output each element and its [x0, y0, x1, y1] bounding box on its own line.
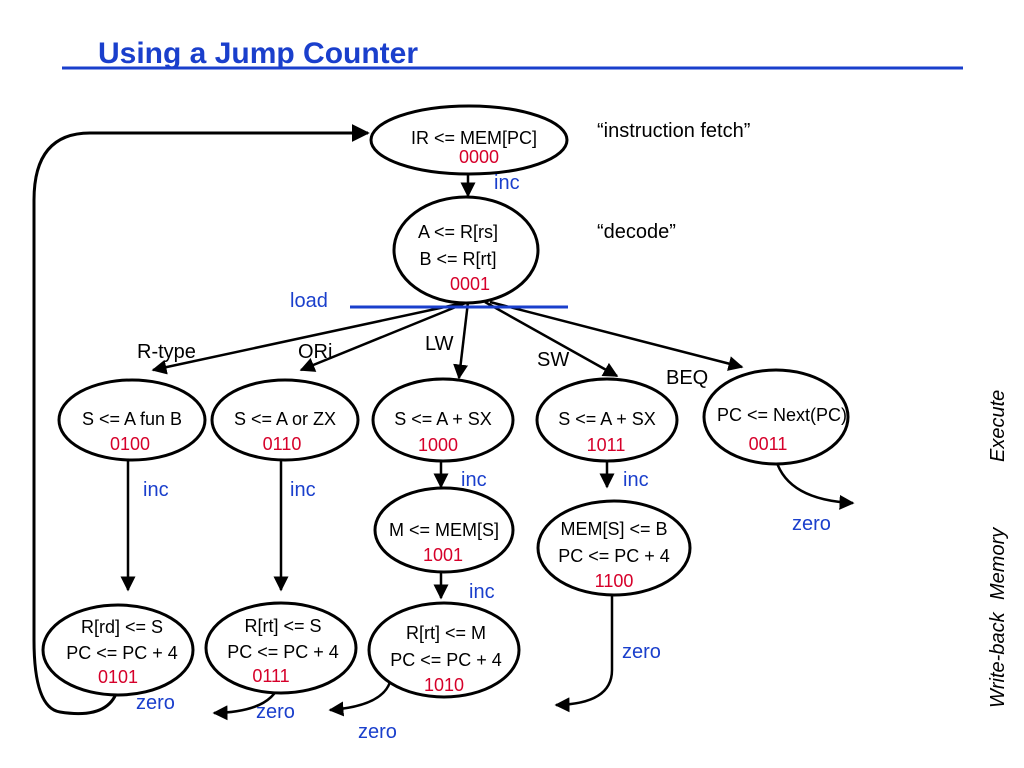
node-lw-mem-code: 1001 [423, 545, 463, 565]
node-ori-wb-line-1: R[rt] <= S [244, 616, 321, 636]
label-inc-lw-mem: inc [469, 581, 495, 603]
node-ori-wb-code: 0111 [252, 666, 289, 686]
node-rtype-wb-code: 0101 [98, 667, 138, 687]
node-decode-code: 0001 [450, 274, 490, 294]
label-branch-sw: SW [537, 349, 569, 371]
stage-label-memory: Memory [987, 527, 1009, 600]
node-lw-wb-line-1: R[rt] <= M [406, 623, 486, 643]
label-zero-sw: zero [622, 641, 661, 663]
node-lw-mem: M <= MEM[S] 1001 [373, 486, 515, 574]
node-ori-ex: S <= A or ZX 0110 [210, 378, 360, 462]
label-branch-rtype: R-type [137, 341, 196, 363]
node-ori-wb-line-2: PC <= PC + 4 [227, 642, 339, 662]
node-ori-ex-code: 0110 [263, 434, 302, 454]
edge-decode-beq [489, 300, 744, 371]
node-lw-ex-code: 1000 [418, 435, 458, 455]
annotation-instruction-fetch: “instruction fetch” [597, 120, 750, 142]
node-rtype-ex-code: 0100 [110, 434, 150, 454]
stage-label-execute: Execute [987, 390, 1009, 462]
edges [32, 124, 855, 721]
node-sw-ex-line-1: S <= A + SX [558, 409, 656, 429]
node-sw-mem-line-2: PC <= PC + 4 [558, 546, 670, 566]
node-rtype-ex: S <= A fun B 0100 [57, 378, 207, 462]
node-decode-line-1: A <= R[rs] [418, 222, 498, 242]
node-rtype-ex-line-1: S <= A fun B [82, 409, 182, 429]
node-rtype-wb-line-1: R[rd] <= S [81, 617, 163, 637]
node-ori-wb: R[rt] <= S PC <= PC + 4 0111 [204, 601, 358, 695]
node-beq-ex: PC <= Next(PC) 0011 [702, 368, 850, 466]
node-lw-wb-code: 1010 [424, 675, 464, 695]
edge-decode-ori [299, 300, 469, 372]
node-beq-ex-code: 0011 [749, 434, 788, 454]
edge-decode-sw [484, 300, 619, 378]
edge-decode-rtype [151, 300, 469, 375]
label-branch-beq: BEQ [666, 367, 708, 389]
label-inc-fetch: inc [494, 172, 520, 194]
label-branch-ori: ORi [298, 341, 332, 363]
node-fetch: IR <= MEM[PC] 0000 [369, 104, 569, 176]
node-decode-line-2: B <= R[rt] [419, 249, 496, 269]
label-branch-lw: LW [425, 333, 454, 355]
node-sw-ex: S <= A + SX 1011 [535, 377, 679, 463]
node-fetch-line-1: IR <= MEM[PC] [411, 128, 537, 148]
node-lw-wb: R[rt] <= M PC <= PC + 4 1010 [367, 601, 521, 699]
edge-zero-beq [774, 459, 855, 510]
node-sw-mem-line-1: MEM[S] <= B [560, 519, 667, 539]
node-rtype-wb-line-2: PC <= PC + 4 [66, 643, 178, 663]
label-load: load [290, 290, 328, 312]
node-sw-mem: MEM[S] <= B PC <= PC + 4 1100 [536, 499, 692, 597]
edge-zero-lw [328, 681, 392, 717]
node-lw-mem-line-1: M <= MEM[S] [389, 520, 499, 540]
node-rtype-wb: R[rd] <= S PC <= PC + 4 0101 [41, 603, 195, 697]
node-beq-ex-line-1: PC <= Next(PC) [717, 405, 847, 425]
label-zero-rtype: zero [136, 692, 175, 714]
label-zero-lw: zero [358, 721, 397, 743]
label-inc-ori: inc [290, 479, 316, 501]
stage-label-writeback: Write-back [987, 611, 1009, 708]
node-sw-mem-code: 1100 [595, 571, 634, 591]
label-inc-sw: inc [623, 469, 649, 491]
edge-zero-sw [554, 592, 614, 713]
label-inc-rtype: inc [143, 479, 169, 501]
annotation-decode: “decode” [597, 221, 676, 243]
node-decode: A <= R[rs] B <= R[rt] 0001 [392, 195, 540, 305]
node-fetch-code: 0000 [459, 147, 499, 167]
label-inc-lw: inc [461, 469, 487, 491]
node-sw-ex-code: 1011 [587, 435, 626, 455]
edge-zero-return-fetch [32, 124, 370, 716]
node-ori-ex-line-1: S <= A or ZX [234, 409, 336, 429]
page-title: Using a Jump Counter [98, 37, 418, 70]
node-lw-ex: S <= A + SX 1000 [371, 377, 515, 463]
node-lw-wb-line-2: PC <= PC + 4 [390, 650, 502, 670]
edge-decode-lw [453, 301, 470, 380]
label-zero-ori: zero [256, 701, 295, 723]
label-zero-beq: zero [792, 513, 831, 535]
node-lw-ex-line-1: S <= A + SX [394, 409, 492, 429]
